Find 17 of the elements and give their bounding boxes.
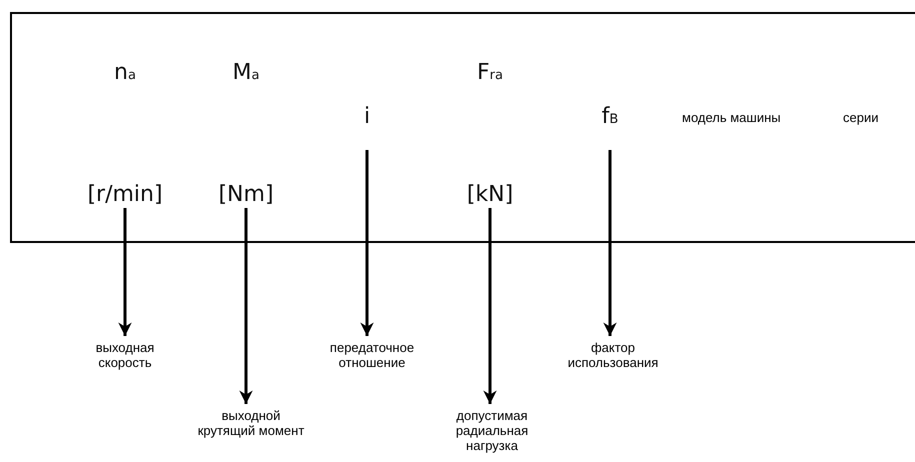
description-text: допустимая радиальная нагрузка — [454, 408, 530, 453]
unit-label: [kN] — [466, 182, 514, 208]
caption-text: серии — [843, 110, 878, 125]
description-text: выходная скорость — [94, 340, 156, 370]
unit-label: [Nm] — [218, 182, 274, 208]
description-text: фактор использования — [566, 340, 660, 370]
caption-text: модель машины — [682, 110, 781, 125]
arrow — [239, 208, 253, 404]
arrow — [360, 150, 374, 336]
parameter-symbol: i — [364, 104, 370, 130]
panel-frame — [10, 12, 915, 243]
unit-label: [r/min] — [87, 182, 163, 208]
arrow — [118, 208, 132, 336]
arrow — [603, 150, 617, 336]
arrow — [483, 208, 497, 404]
description-text: выходной крутящий момент — [196, 408, 306, 438]
description-text: передаточное отношение — [328, 340, 416, 370]
